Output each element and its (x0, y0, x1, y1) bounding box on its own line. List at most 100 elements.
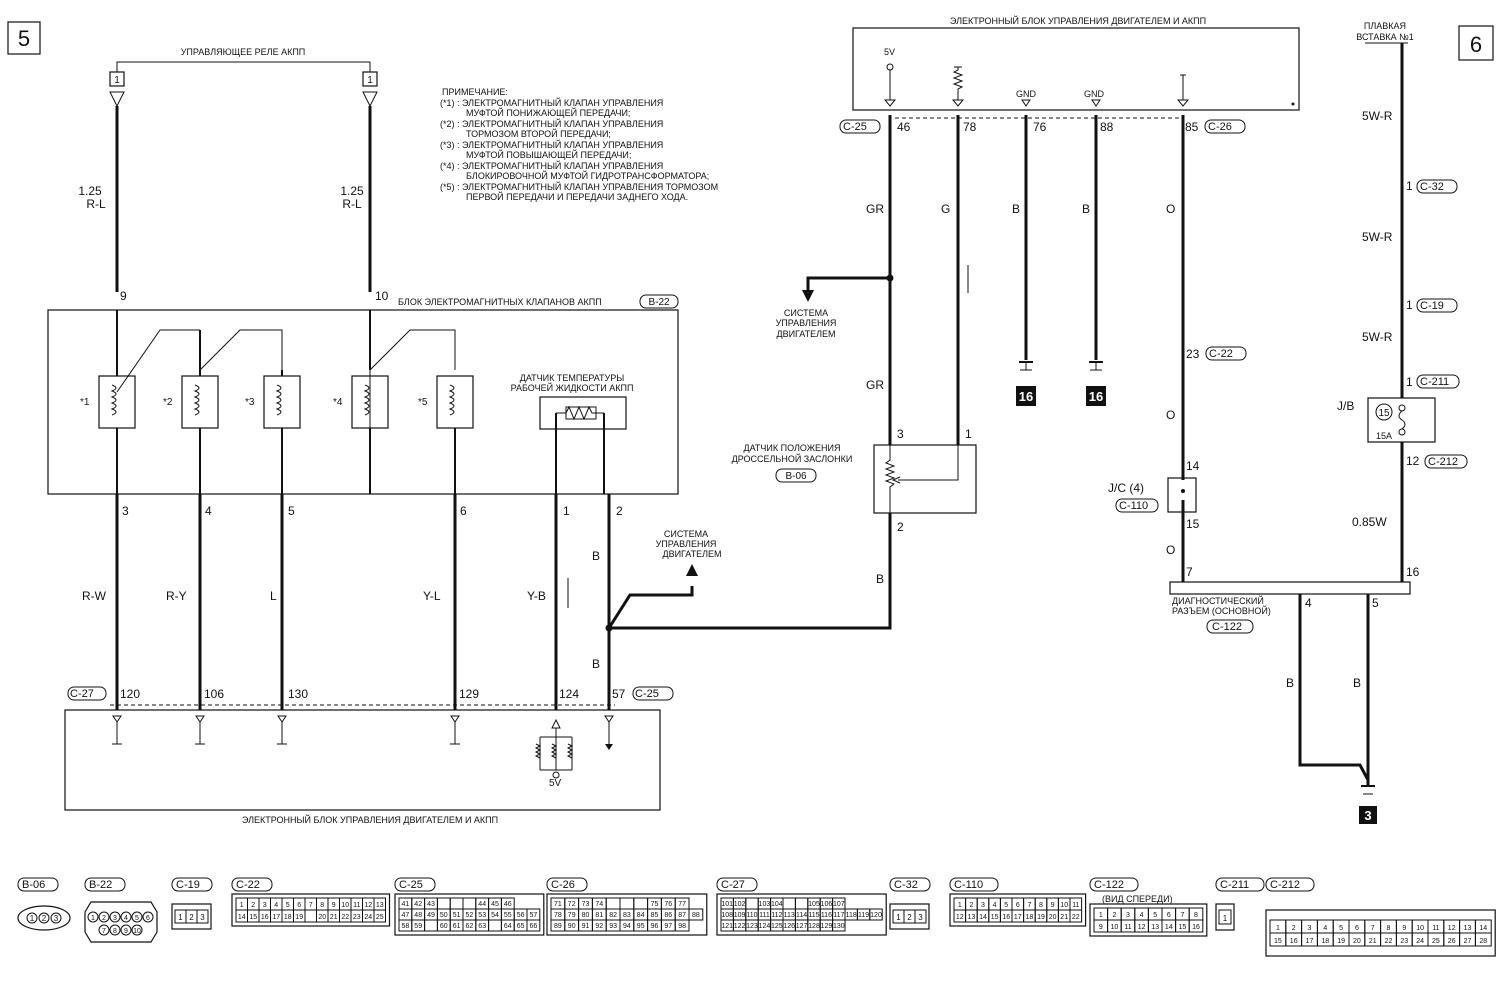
svg-text:57: 57 (530, 912, 538, 919)
svg-text:87: 87 (678, 912, 686, 919)
svg-text:GND: GND (1084, 89, 1105, 99)
solenoid-5: *5 (418, 375, 474, 494)
ecu-block-top (852, 27, 1300, 111)
svg-text:5: 5 (1004, 902, 1008, 909)
svg-text:48: 48 (414, 912, 422, 919)
svg-text:7: 7 (1027, 902, 1031, 909)
wire-color-gr2: GR (866, 378, 884, 392)
connector-label: B-06 (22, 879, 45, 891)
svg-text:120: 120 (870, 912, 882, 919)
engine-sys-1-l3: ДВИГАТЕЛЕМ (662, 549, 721, 559)
relay-ref-right: 1 (362, 71, 378, 87)
svg-text:4: 4 (993, 902, 997, 909)
svg-text:18: 18 (1026, 914, 1034, 921)
svg-text:60: 60 (440, 923, 448, 930)
wire-color-gr: GR (866, 202, 884, 216)
svg-text:(*5) : ЭЛЕКТРОМАГНИТНЫЙ КЛАПАН: (*5) : ЭЛЕКТРОМАГНИТНЫЙ КЛАПАН УПРАВЛЕНИ… (440, 181, 718, 192)
svg-text:126: 126 (783, 923, 795, 930)
svg-text:103: 103 (759, 901, 771, 908)
svg-text:16: 16 (1089, 389, 1103, 404)
svg-text:78: 78 (554, 912, 562, 919)
svg-text:16: 16 (1002, 914, 1010, 921)
svg-text:24: 24 (1416, 938, 1424, 945)
svg-text:23: 23 (353, 914, 361, 921)
svg-text:12: 12 (956, 914, 964, 921)
svg-text:7: 7 (1180, 912, 1184, 919)
svg-text:19: 19 (295, 914, 303, 921)
svg-text:13: 13 (1464, 925, 1472, 932)
svg-text:МУФТОЙ ПОВЫШАЮЩЕЙ ПЕРЕДАЧИ;: МУФТОЙ ПОВЫШАЮЩЕЙ ПЕРЕДАЧИ; (466, 149, 631, 160)
svg-text:4: 4 (1140, 912, 1144, 919)
ecu-inputs-bottom: 5V (112, 715, 614, 789)
svg-text:105: 105 (808, 901, 820, 908)
wire-color-o2: O (1166, 408, 1175, 422)
note-title: ПРИМЕЧАНИЕ: (442, 87, 508, 97)
c19-label: C-19 (1420, 300, 1444, 312)
svg-text:14: 14 (1165, 924, 1173, 931)
svg-text:11: 11 (1072, 902, 1079, 909)
svg-text:111: 111 (759, 912, 770, 919)
svg-text:2: 2 (969, 902, 973, 909)
svg-text:3: 3 (113, 915, 117, 922)
right-wires (888, 115, 1185, 582)
svg-text:7: 7 (309, 902, 313, 909)
tps-pin-2: 2 (897, 520, 904, 534)
svg-text:49: 49 (427, 912, 435, 919)
svg-text:24: 24 (364, 914, 372, 921)
svg-text:1: 1 (240, 902, 244, 909)
svg-text:73: 73 (582, 901, 590, 908)
svg-text:86: 86 (664, 912, 672, 919)
svg-text:2: 2 (1292, 925, 1296, 932)
ecu-pin-78: 78 (963, 120, 977, 134)
engine-sys-1-l2: УПРАВЛЕНИЯ (656, 539, 717, 549)
connector-label: B-22 (89, 879, 112, 891)
svg-text:47: 47 (402, 912, 410, 919)
svg-text:17: 17 (1014, 914, 1022, 921)
svg-text:43: 43 (427, 901, 435, 908)
solenoid-1: *1 (80, 370, 136, 494)
tps-pin-3: 3 (897, 427, 904, 441)
svg-text:3: 3 (1308, 925, 1312, 932)
svg-text:15: 15 (249, 914, 257, 921)
svg-text:107: 107 (833, 901, 845, 908)
jc-pin-15: 15 (1186, 517, 1200, 531)
svg-text:1: 1 (1223, 914, 1228, 923)
pin-10: 10 (375, 289, 389, 303)
diag-connector (1169, 581, 1411, 595)
svg-text:РАБОЧЕЙ ЖИДКОСТИ АКПП: РАБОЧЕЙ ЖИДКОСТИ АКПП (511, 382, 634, 393)
svg-text:96: 96 (651, 923, 659, 930)
out-pin-6: 6 (460, 504, 467, 518)
svg-text:1: 1 (958, 902, 962, 909)
page-marker-left-text: 5 (18, 26, 30, 51)
ecu-pin-46: 46 (897, 120, 911, 134)
wire-5wr-3: 5W-R (1362, 330, 1393, 344)
svg-text:3: 3 (54, 914, 59, 923)
svg-text:8: 8 (1387, 925, 1391, 932)
c22-pin-23: 23 (1186, 347, 1200, 361)
svg-text:88: 88 (692, 912, 700, 919)
svg-text:52: 52 (466, 912, 474, 919)
svg-text:82: 82 (609, 912, 617, 919)
svg-text:21: 21 (1369, 938, 1377, 945)
svg-text:118: 118 (846, 912, 857, 919)
svg-text:75: 75 (651, 901, 659, 908)
ground-16-a: 16 (1016, 361, 1036, 406)
relay-terminal-left (109, 91, 125, 108)
out-pin-1: 1 (563, 504, 570, 518)
relay-bracket (116, 61, 371, 72)
temp-sensor: ДАТЧИК ТЕМПЕРАТУРЫ РАБОЧЕЙ ЖИДКОСТИ АКПП (511, 373, 634, 494)
svg-text:129: 129 (821, 923, 833, 930)
svg-text:7: 7 (102, 928, 106, 935)
svg-text:6: 6 (1355, 925, 1359, 932)
svg-text:64: 64 (504, 923, 512, 930)
svg-text:123: 123 (746, 923, 758, 930)
svg-text:1: 1 (30, 914, 35, 923)
svg-text:130: 130 (833, 923, 845, 930)
svg-text:9: 9 (1051, 902, 1055, 909)
svg-text:22: 22 (1385, 938, 1393, 945)
